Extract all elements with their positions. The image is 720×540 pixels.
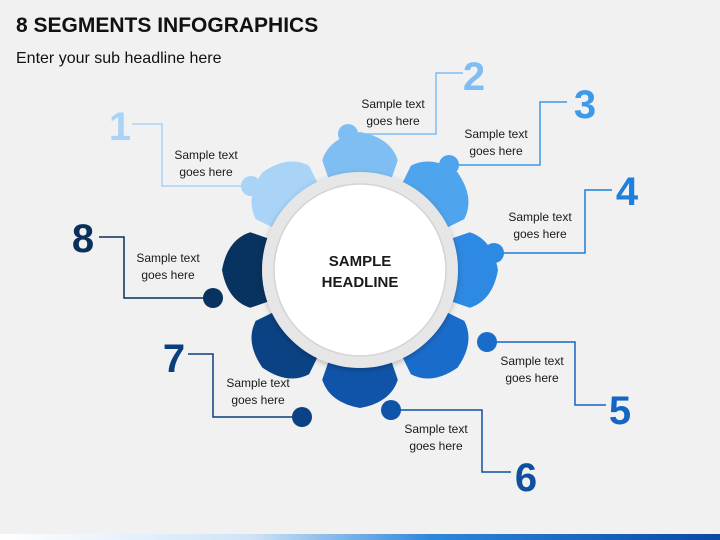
petal-ring: [222, 132, 498, 408]
segment-2-dot: [338, 124, 358, 144]
segment-2-number: 2: [463, 55, 485, 99]
segment-2-text-line1: Sample text: [361, 97, 425, 111]
segment-1-number: 1: [109, 105, 131, 149]
segment-5-dot: [477, 332, 497, 352]
segment-1-text-line2: goes here: [179, 165, 233, 179]
segment-7-text-line2: goes here: [231, 393, 285, 407]
segment-4-dot: [484, 243, 504, 263]
segment-2-text-line2: goes here: [366, 114, 420, 128]
segment-3-number: 3: [574, 83, 596, 127]
center-circle: [273, 183, 447, 357]
segment-6-callout: 6 Sample text goes here: [381, 400, 537, 500]
segment-1-petal: [251, 161, 319, 229]
segment-3-callout: 3 Sample text goes here: [439, 83, 596, 175]
segment-8-text-line1: Sample text: [136, 251, 200, 265]
segment-5-petal: [401, 311, 469, 379]
segment-8-callout: 8 Sample text goes here: [72, 217, 223, 308]
footer-accent-bar: [0, 534, 720, 540]
segment-6-text-line2: goes here: [409, 439, 463, 453]
segment-6-petal: [322, 359, 398, 408]
segment-7-callout: 7 Sample text goes here: [163, 337, 312, 427]
segment-5-text-line1: Sample text: [500, 354, 564, 368]
center-headline-line1: SAMPLE: [329, 253, 392, 270]
segment-3-dot: [439, 155, 459, 175]
segment-8-dot: [203, 288, 223, 308]
segment-8-petal: [222, 232, 271, 308]
page-subtitle: Enter your sub headline here: [16, 50, 222, 67]
segment-7-petal: [251, 311, 319, 379]
segment-5-number: 5: [609, 389, 631, 433]
segment-3-text-line2: goes here: [469, 144, 523, 158]
segment-8-text-line2: goes here: [141, 268, 195, 282]
segment-8-number: 8: [72, 217, 94, 261]
segment-7-number: 7: [163, 337, 185, 381]
segment-1-dot: [241, 176, 261, 196]
segment-6-dot: [381, 400, 401, 420]
center-headline-line2: HEADLINE: [322, 274, 399, 291]
segment-3-text-line1: Sample text: [464, 127, 528, 141]
segment-7-dot: [292, 407, 312, 427]
segment-1-callout: 1 Sample text goes here: [109, 105, 261, 196]
page-title: 8 SEGMENTS INFOGRAPHICS: [16, 14, 319, 37]
segment-2-petal: [322, 132, 398, 181]
segment-3-petal: [401, 161, 469, 229]
segment-1-text-line1: Sample text: [174, 148, 238, 162]
segment-5-text-line2: goes here: [505, 371, 559, 385]
segment-6-number: 6: [515, 456, 537, 500]
segment-4-callout: 4 Sample text goes here: [484, 170, 639, 263]
segment-4-text-line1: Sample text: [508, 210, 572, 224]
segment-2-callout: 2 Sample text goes here: [338, 55, 485, 144]
segment-6-text-line1: Sample text: [404, 422, 468, 436]
segment-4-number: 4: [616, 170, 639, 214]
segment-5-callout: 5 Sample text goes here: [477, 332, 631, 433]
segment-7-text-line1: Sample text: [226, 376, 290, 390]
segment-4-text-line2: goes here: [513, 227, 567, 241]
